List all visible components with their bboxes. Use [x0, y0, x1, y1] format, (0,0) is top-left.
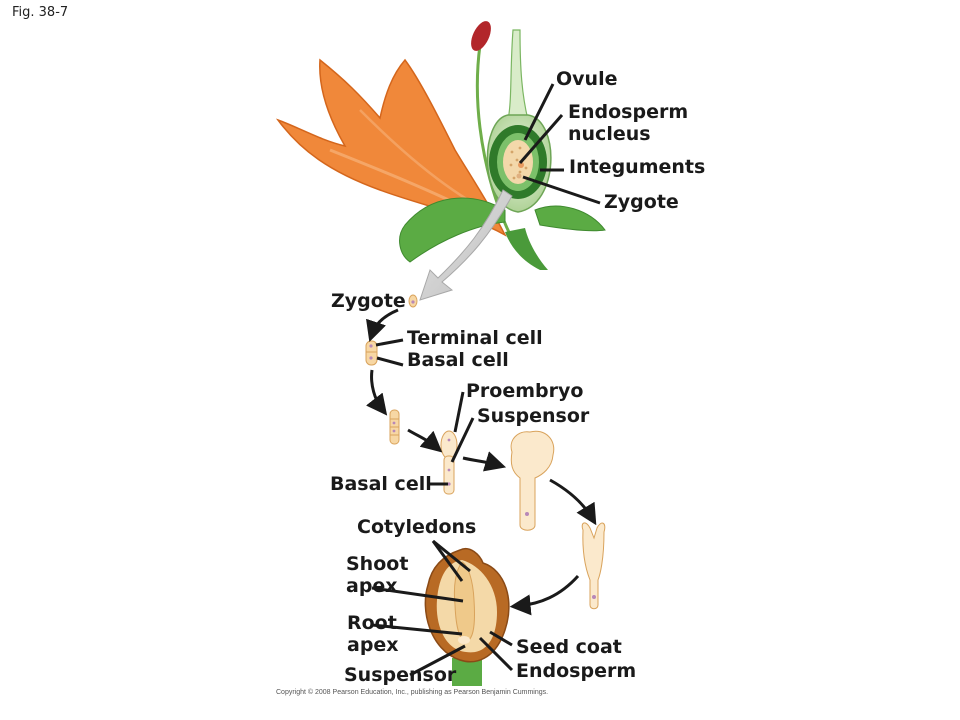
label-endosperm: Endosperm [516, 660, 637, 682]
enlarge-arrow [419, 189, 513, 301]
heart-stage [581, 522, 606, 610]
label-suspensor-2: Suspensor [344, 664, 457, 686]
label-basal-cell-2: Basal cell [330, 473, 432, 495]
label-endosperm-nucleus-line2: nucleus [568, 123, 651, 145]
label-root-apex-line1: Root [347, 612, 397, 634]
label-shoot-apex-line1: Shoot [346, 553, 409, 575]
stem [505, 228, 548, 270]
copyright-notice: Copyright © 2008 Pearson Education, Inc.… [276, 689, 549, 696]
label-proembryo: Proembryo [466, 380, 584, 402]
label-suspensor-1: Suspensor [477, 405, 590, 427]
petal [275, 58, 507, 237]
label-terminal-cell: Terminal cell [407, 327, 543, 349]
label-seed-coat: Seed coat [516, 636, 622, 658]
label-root-apex-line2: apex [347, 634, 399, 656]
label-endosperm-nucleus: Endosperm nucleus [568, 101, 688, 145]
label-shoot-apex-line2: apex [346, 575, 398, 597]
style [507, 29, 529, 121]
label-endosperm-nucleus-line1: Endosperm [568, 101, 689, 123]
label-zygote-top: Zygote [604, 191, 679, 213]
globular-stage [510, 430, 555, 531]
label-shoot-apex: Shoot apex [346, 553, 408, 597]
sepal-left [399, 197, 506, 263]
stage-arrows [365, 308, 597, 616]
zygote-dot [516, 173, 522, 179]
label-zygote: Zygote [331, 290, 406, 312]
label-ovule: Ovule [556, 68, 618, 90]
mature-seed [424, 548, 510, 686]
label-integuments: Integuments [569, 156, 706, 178]
anther [471, 21, 491, 51]
ovule-sac [503, 140, 533, 184]
figure-label: Fig. 38-7 [12, 5, 69, 20]
label-cotyledons: Cotyledons [357, 516, 477, 538]
label-basal-cell-1: Basal cell [407, 349, 509, 371]
filament [475, 44, 520, 251]
label-root-apex: Root apex [347, 612, 399, 656]
endosperm-nucleus-dot [518, 162, 524, 168]
flower-leader-lines [518, 83, 601, 205]
embryo-leader-lines [371, 338, 514, 677]
flower [275, 21, 606, 270]
sepal-right [534, 205, 606, 232]
